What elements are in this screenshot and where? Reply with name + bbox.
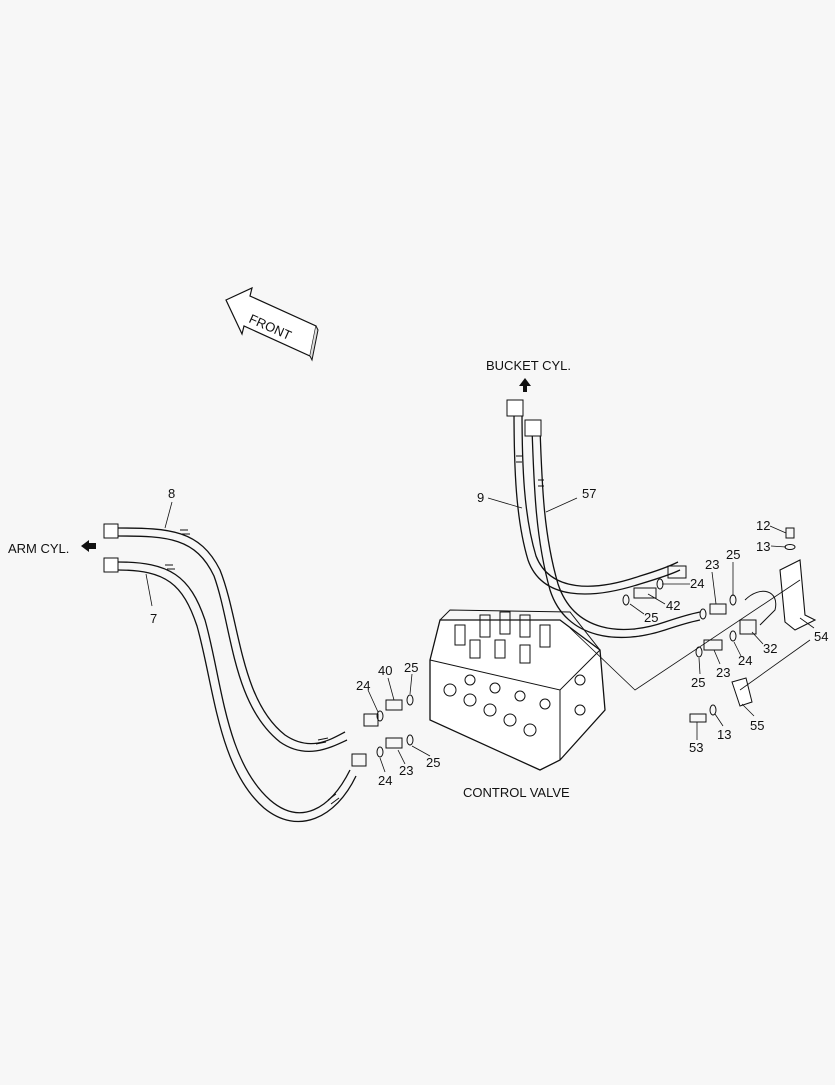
callout-13b: 13 (717, 727, 731, 742)
leaders (145, 497, 815, 773)
callout-9: 9 (477, 490, 484, 505)
callout-24a: 24 (690, 576, 704, 591)
arrow-left-icon (81, 540, 96, 552)
callout-54: 54 (814, 629, 828, 644)
callout-57: 57 (582, 486, 596, 501)
callout-53: 53 (689, 740, 703, 755)
control-valve (429, 609, 606, 771)
callout-24c: 24 (356, 678, 370, 693)
callout-23c: 23 (399, 763, 413, 778)
callout-24d: 24 (378, 773, 392, 788)
callouts: 8 7 9 57 12 13 23 25 24 42 25 54 32 24 2… (150, 486, 828, 788)
hose-8 (103, 523, 348, 752)
callout-40: 40 (378, 663, 392, 678)
left-fittings (351, 694, 414, 767)
arm-cyl-label: ARM CYL. (8, 541, 69, 556)
callout-7: 7 (150, 611, 157, 626)
callout-25e: 25 (426, 755, 440, 770)
bracket-54 (779, 527, 817, 631)
callout-25b: 25 (644, 610, 658, 625)
callout-23a: 23 (705, 557, 719, 572)
bucket-cyl-indicator: BUCKET CYL. (486, 358, 571, 392)
arm-cyl-indicator: ARM CYL. (8, 540, 96, 556)
arrow-up-icon (519, 378, 531, 392)
callout-42: 42 (666, 598, 680, 613)
callout-32: 32 (763, 641, 777, 656)
callout-24b: 24 (738, 653, 752, 668)
callout-25a: 25 (726, 547, 740, 562)
front-arrow: FRONT (225, 286, 319, 362)
hose-7 (103, 557, 357, 823)
callout-8: 8 (168, 486, 175, 501)
callout-25c: 25 (691, 675, 705, 690)
callout-13a: 13 (756, 539, 770, 554)
callout-23b: 23 (716, 665, 730, 680)
hose-57 (524, 419, 701, 639)
control-valve-label: CONTROL VALVE (463, 785, 570, 800)
bucket-cyl-label: BUCKET CYL. (486, 358, 571, 373)
callout-55: 55 (750, 718, 764, 733)
callout-25d: 25 (404, 660, 418, 675)
callout-12: 12 (756, 518, 770, 533)
